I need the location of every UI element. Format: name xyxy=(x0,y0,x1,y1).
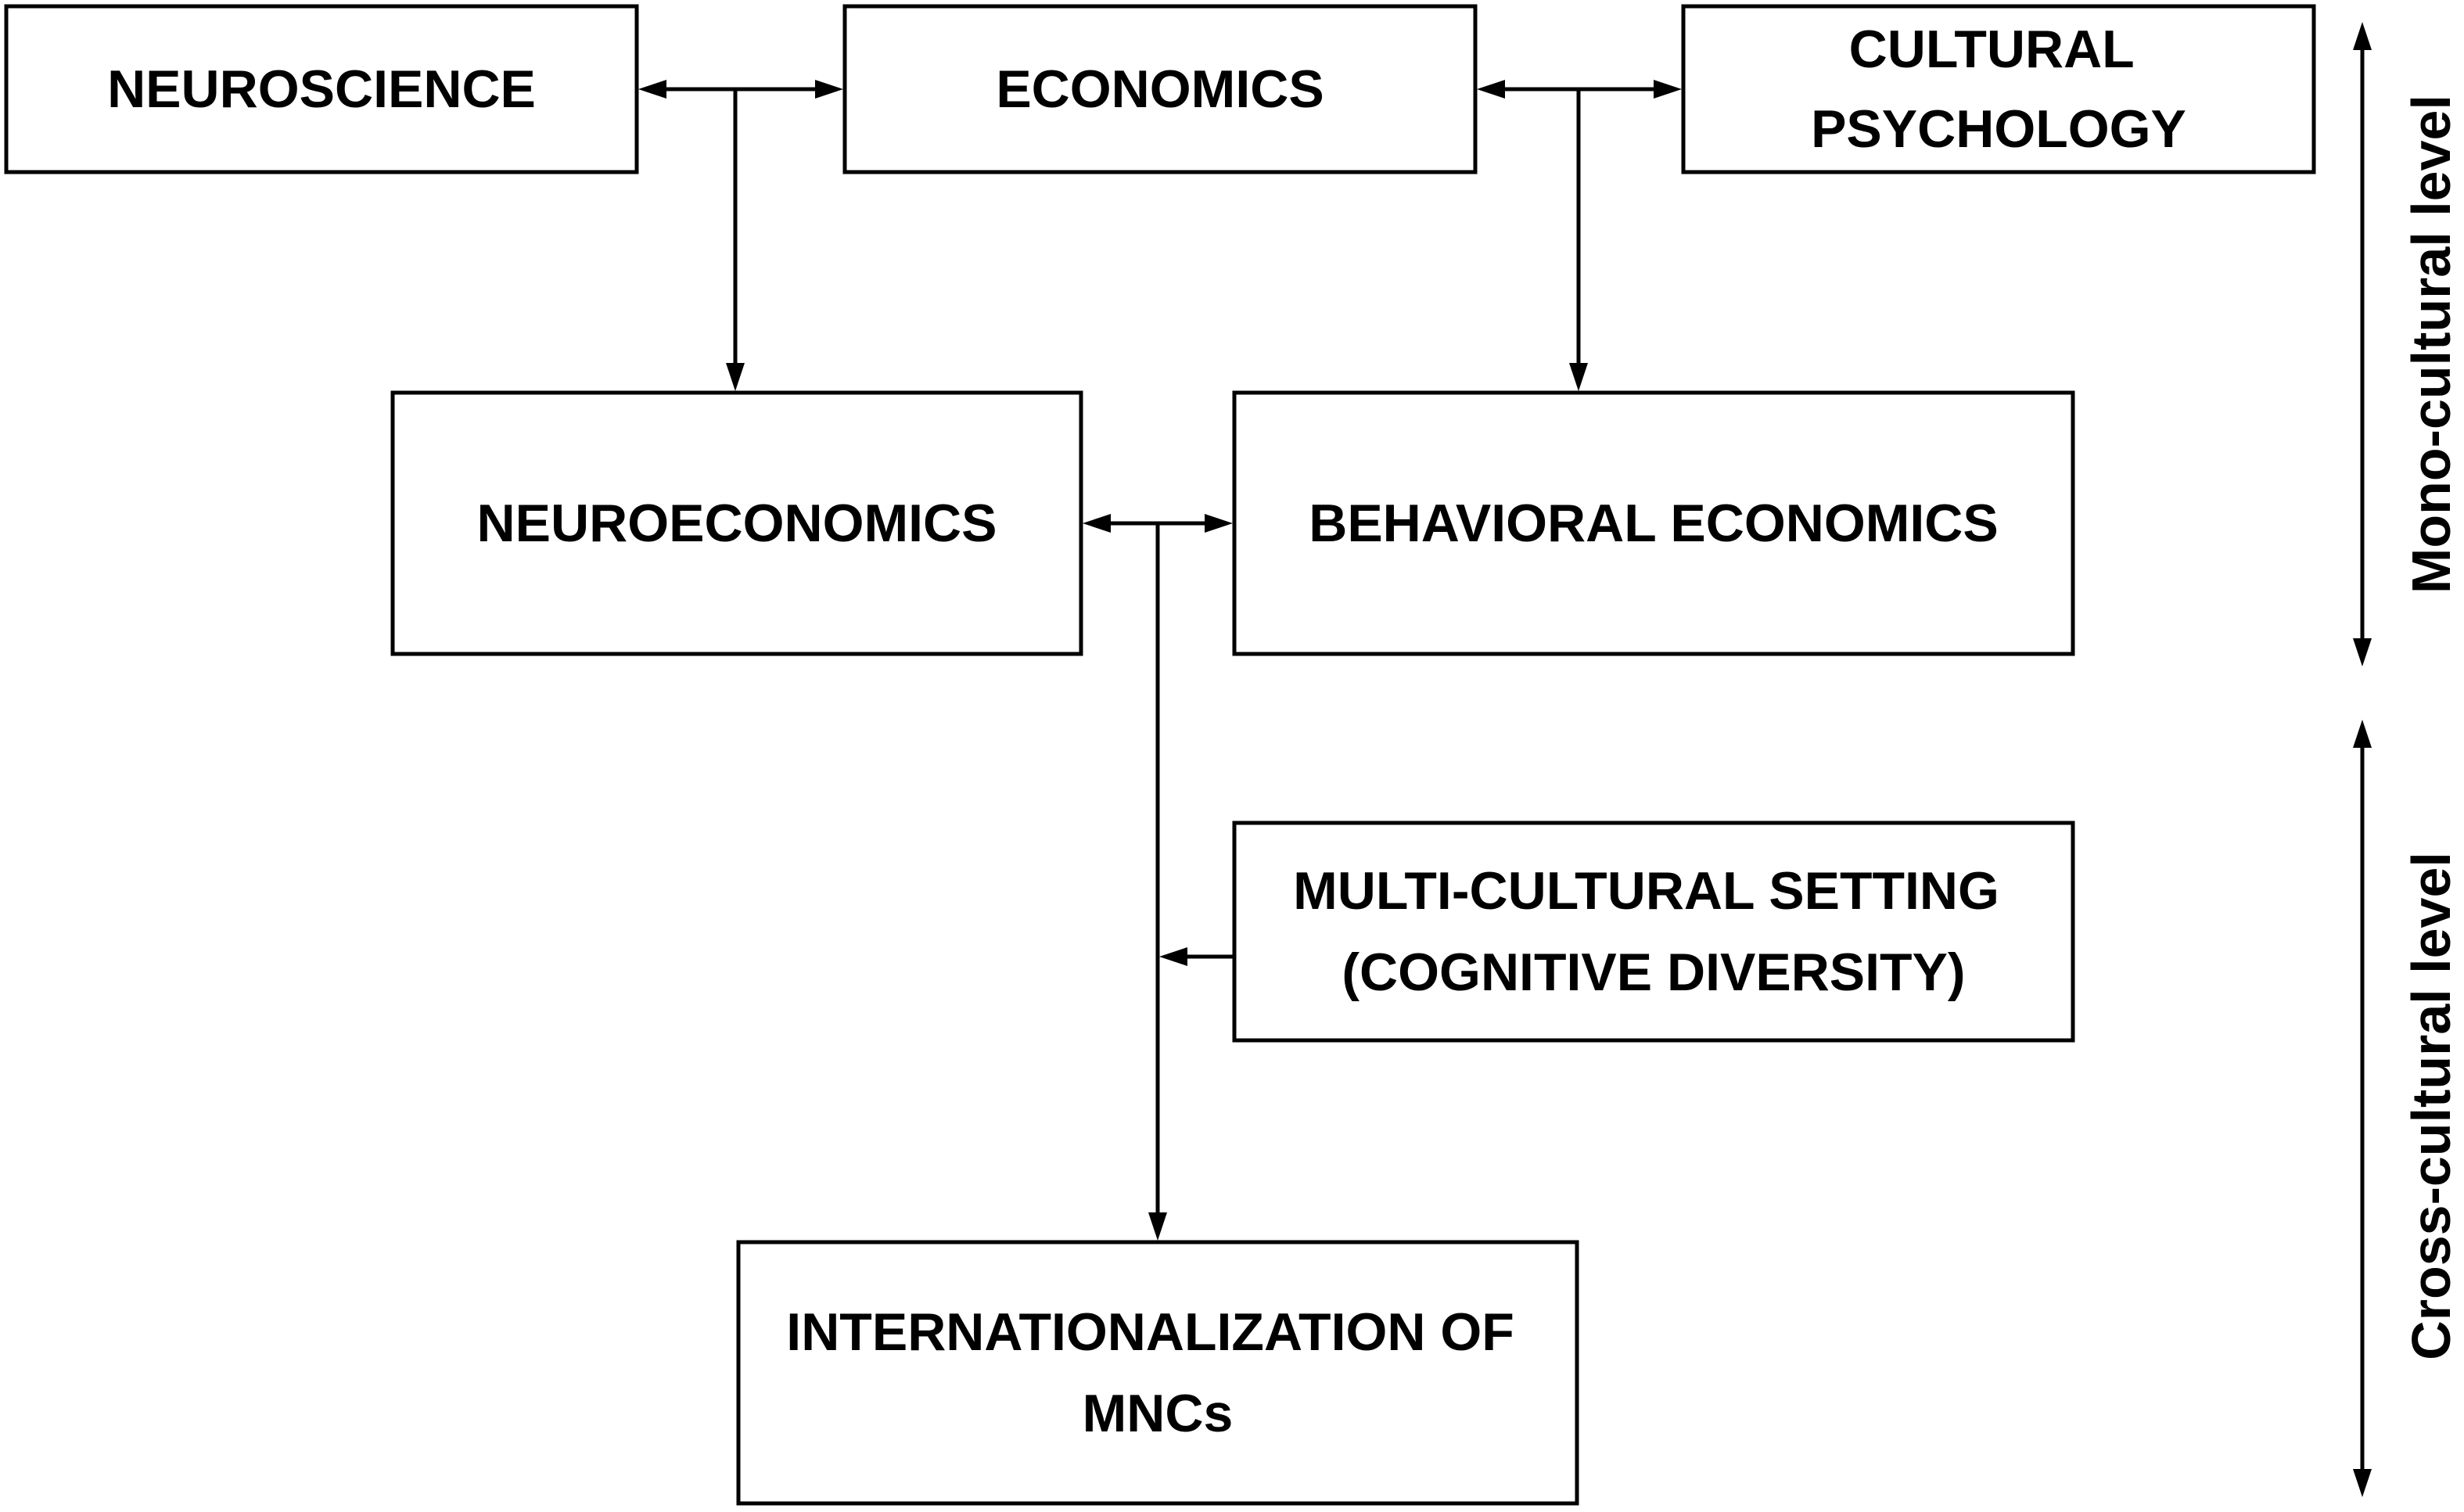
arrowhead-down xyxy=(1148,1212,1167,1241)
neuroscience-label: NEUROSCIENCE xyxy=(107,59,536,119)
economics-label: ECONOMICS xyxy=(996,59,1324,119)
arrowhead-down xyxy=(1569,363,1588,391)
cultural-psychology-label: CULTURAL PSYCHOLOGY xyxy=(1811,20,2186,159)
arrowhead-right xyxy=(1205,514,1233,533)
arrowhead-up xyxy=(2353,720,2372,748)
arrowhead-left xyxy=(1083,514,1111,533)
mono-cultural-level-indicator: Mono-cultural level xyxy=(2353,22,2462,666)
arrowhead-left xyxy=(638,80,666,99)
arrowhead-right xyxy=(815,80,843,99)
neuroeconomics-label: NEUROECONOMICS xyxy=(477,494,997,553)
cross-cultural-level-indicator: Cross-cultural level xyxy=(2353,720,2462,1497)
economics-box: ECONOMICS xyxy=(842,4,1478,174)
cultural-psychology-box: CULTURAL PSYCHOLOGY xyxy=(1681,4,2316,174)
arrowhead-down xyxy=(2353,638,2372,666)
multicultural-setting-box: MULTI-CULTURAL SETTING (COGNITIVE DIVERS… xyxy=(1232,821,2075,1043)
cross-cultural-level-label: Cross-cultural level xyxy=(2401,852,2462,1360)
internationalization-box: INTERNATIONALIZATION OF MNCs xyxy=(736,1240,1579,1506)
arrowhead-left xyxy=(1477,80,1505,99)
arrowhead-right xyxy=(1654,80,1682,99)
neuroeconomics-box: NEUROECONOMICS xyxy=(390,390,1083,656)
neuroscience-box: NEUROSCIENCE xyxy=(4,4,639,174)
multicultural-connector xyxy=(1159,947,1234,966)
mono-cultural-level-label: Mono-cultural level xyxy=(2401,95,2462,594)
arrowhead-down xyxy=(2353,1469,2372,1497)
multicultural-setting-label: MULTI-CULTURAL SETTING (COGNITIVE DIVERS… xyxy=(1293,861,2014,1002)
economics-cultural-psychology-connector xyxy=(1477,80,1682,391)
neuroscience-economics-connector xyxy=(638,80,843,391)
neuroeconomics-behavioral-connector xyxy=(1083,514,1233,1241)
arrowhead-left xyxy=(1159,947,1187,966)
arrowhead-down xyxy=(726,363,745,391)
behavioral-economics-box: BEHAVIORAL ECONOMICS xyxy=(1232,390,2075,656)
behavioral-economics-label: BEHAVIORAL ECONOMICS xyxy=(1309,494,1999,553)
internationalization-label: INTERNATIONALIZATION OF MNCs xyxy=(786,1302,1528,1443)
arrowhead-up xyxy=(2353,22,2372,50)
